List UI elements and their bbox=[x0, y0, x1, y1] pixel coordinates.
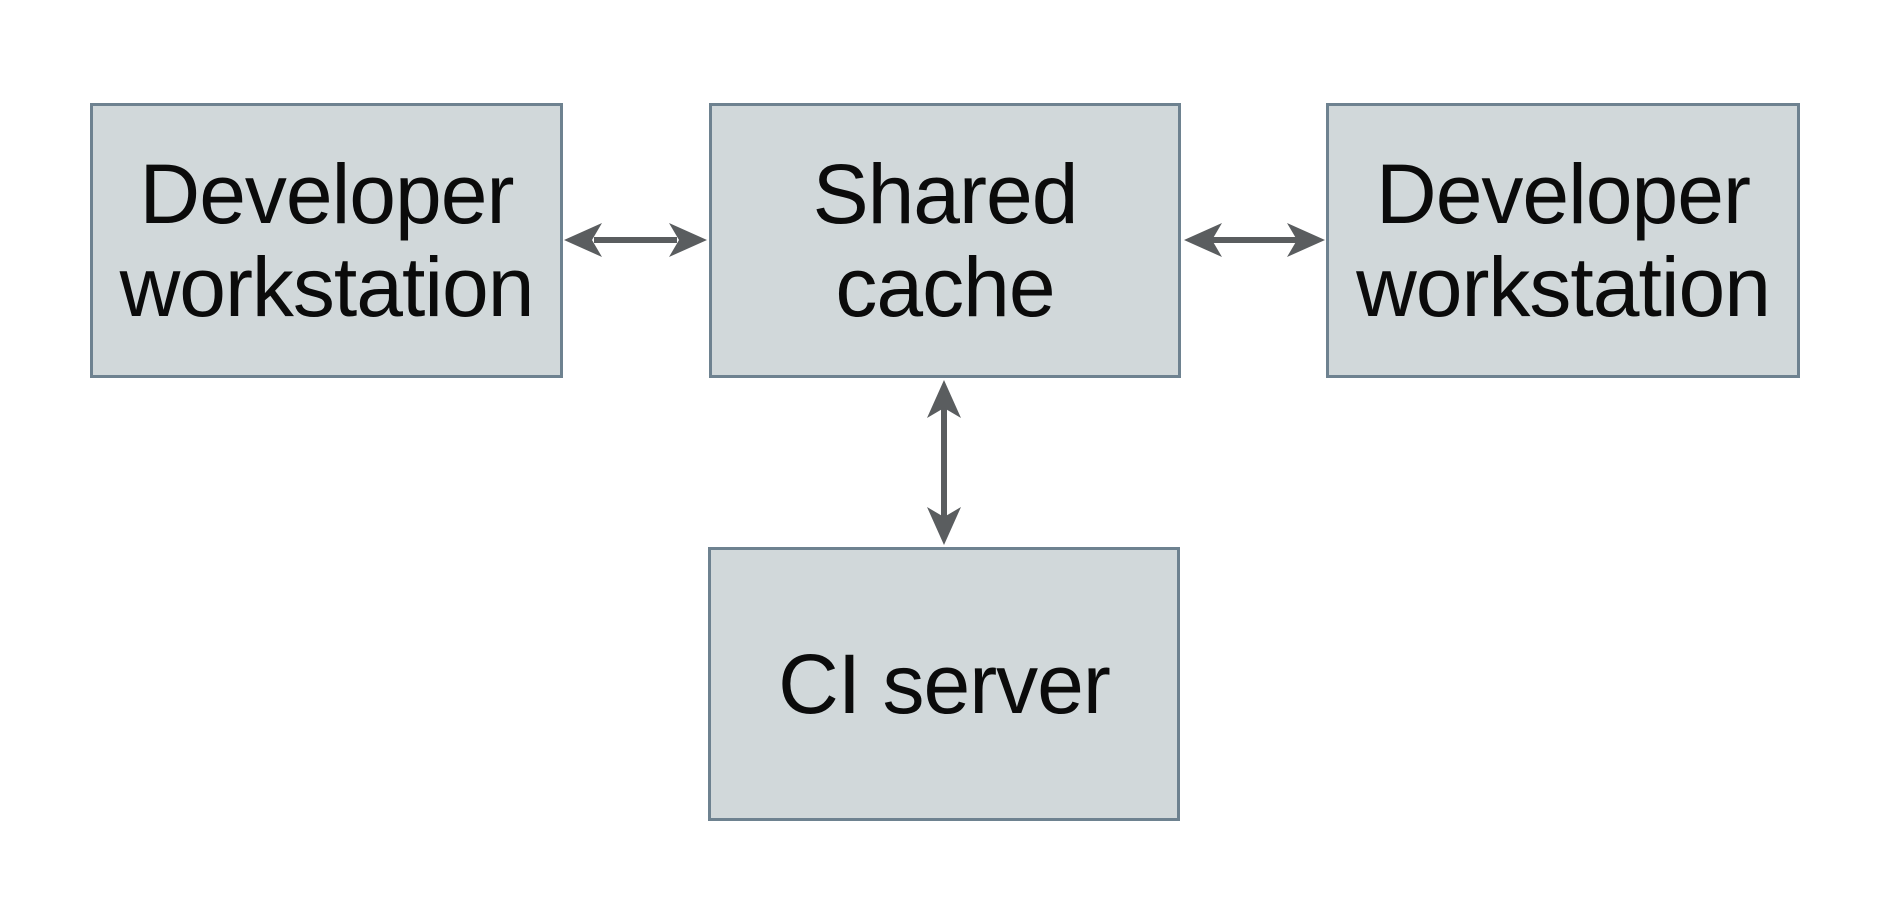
node-developer-workstation-right: Developer workstation bbox=[1326, 103, 1800, 378]
arrow-sharedcache-devright bbox=[1184, 223, 1325, 257]
node-label-developer-workstation-left: Developer workstation bbox=[119, 147, 535, 334]
node-label-developer-workstation-right: Developer workstation bbox=[1356, 147, 1771, 334]
node-developer-workstation-left: Developer workstation bbox=[90, 103, 563, 378]
node-shared-cache: Shared cache bbox=[709, 103, 1181, 378]
node-label-ci-server: CI server bbox=[778, 636, 1111, 731]
arrow-devleft-sharedcache bbox=[564, 223, 707, 257]
node-label-shared-cache: Shared cache bbox=[812, 147, 1079, 334]
node-ci-server: CI server bbox=[708, 547, 1180, 821]
arrow-sharedcache-ciserver bbox=[927, 380, 961, 545]
